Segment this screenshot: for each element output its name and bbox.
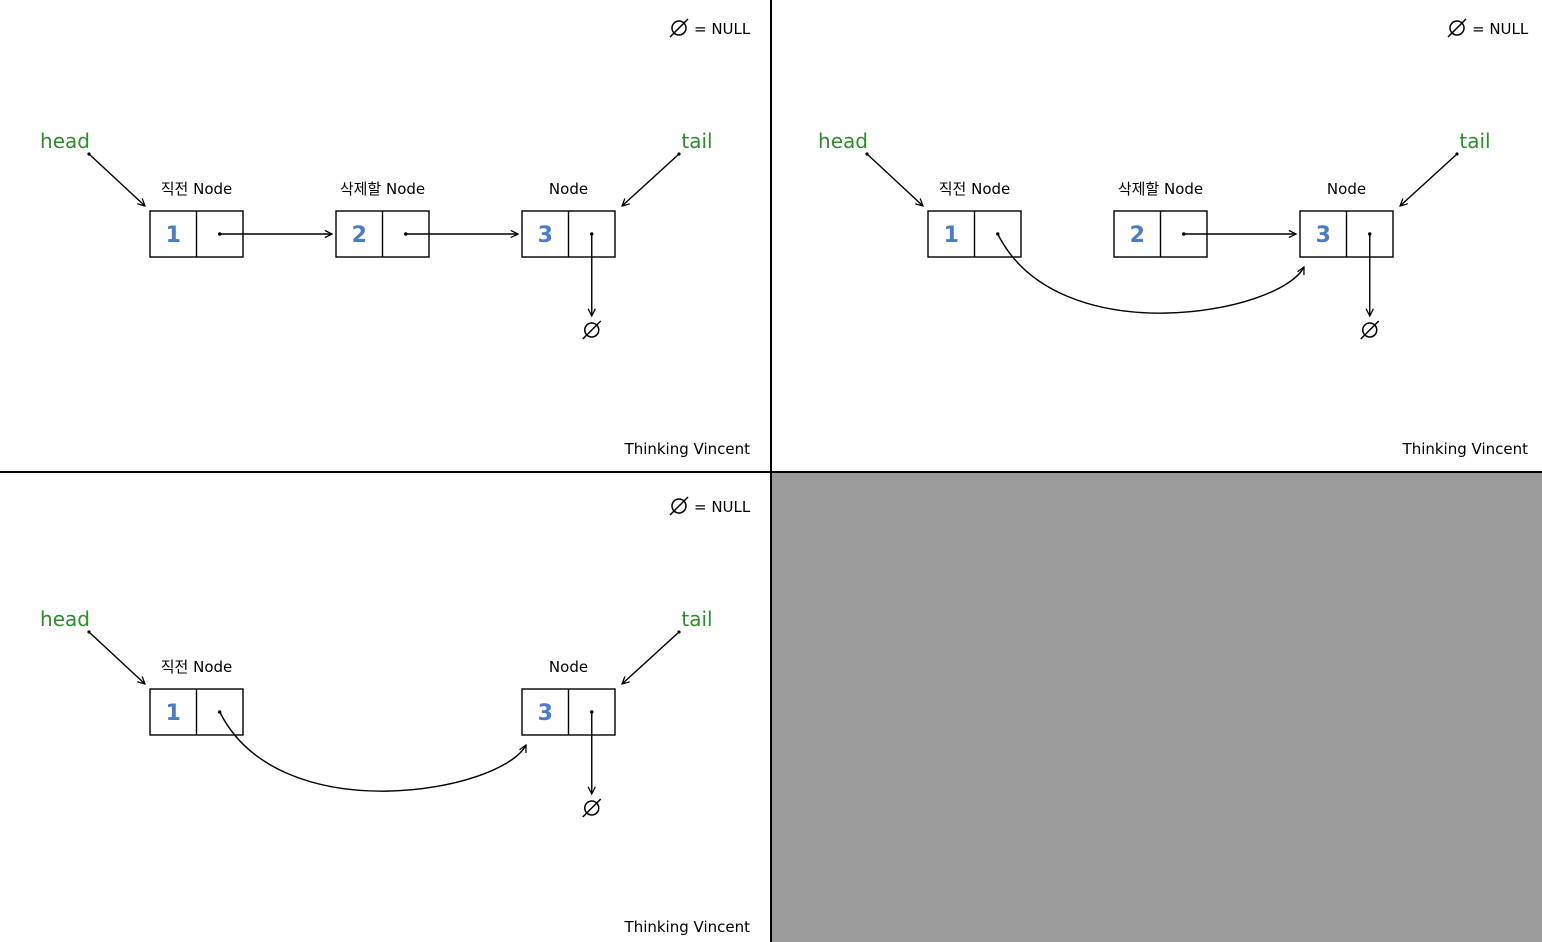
head-arrow xyxy=(866,153,923,206)
null-icon-circle xyxy=(584,322,600,338)
legend-null-icon xyxy=(669,18,689,38)
null-icon-circle xyxy=(671,498,687,514)
legend-null-icon xyxy=(669,496,689,516)
credit-text: Thinking Vincent xyxy=(624,918,751,936)
tail-label: tail xyxy=(681,607,712,631)
node-2: 삭제할 Node 2 xyxy=(335,180,430,258)
null-icon-slash xyxy=(669,18,689,38)
panel-empty xyxy=(772,473,1542,942)
legend-text: = NULL xyxy=(1472,20,1529,38)
node-1: 직전 Node 1 xyxy=(149,658,244,736)
node-value: 3 xyxy=(538,223,553,248)
tail-null-icon xyxy=(582,798,602,818)
null-icon-slash xyxy=(582,798,602,818)
head-label: head xyxy=(40,129,90,153)
tail-label: tail xyxy=(681,129,712,153)
credit-text: Thinking Vincent xyxy=(1402,440,1529,458)
null-icon-circle xyxy=(1362,322,1378,338)
node-label: 삭제할 Node xyxy=(340,180,425,198)
node-value: 1 xyxy=(166,701,181,726)
null-icon-slash xyxy=(669,496,689,516)
null-legend: = NULL xyxy=(1447,18,1529,38)
node-value: 3 xyxy=(1316,223,1331,248)
node-2: 삭제할 Node 2 xyxy=(1113,180,1208,258)
legend-null-icon xyxy=(1447,18,1467,38)
next-arrow-1-3 xyxy=(219,711,526,792)
null-icon-slash xyxy=(1360,320,1380,340)
node-label: Node xyxy=(549,180,588,198)
null-legend: = NULL xyxy=(669,18,751,38)
tail-null-icon xyxy=(1360,320,1380,340)
legend-text: = NULL xyxy=(694,20,751,38)
panel-step-3: = NULL Thinking Vincent head tail 직전 Node 1 No… xyxy=(40,496,751,936)
head-arrow xyxy=(88,631,145,684)
head-label: head xyxy=(818,129,868,153)
empty-panel xyxy=(772,473,1542,942)
null-icon-circle xyxy=(671,20,687,36)
tail-null-icon xyxy=(582,320,602,340)
node-value: 2 xyxy=(352,223,367,248)
tail-arrow xyxy=(622,153,680,206)
node-value: 3 xyxy=(538,701,553,726)
node-3: Node 3 xyxy=(521,180,616,258)
panel-step-2: = NULL Thinking Vincent head tail 직전 Node 1 삭제… xyxy=(818,18,1529,458)
node-label: Node xyxy=(1327,180,1366,198)
null-icon-slash xyxy=(582,320,602,340)
node-1: 직전 Node 1 xyxy=(149,180,244,258)
null-icon-slash xyxy=(1447,18,1467,38)
null-icon-circle xyxy=(1449,20,1465,36)
tail-label: tail xyxy=(1459,129,1490,153)
tail-arrow xyxy=(1400,153,1458,206)
node-value: 2 xyxy=(1130,223,1145,248)
node-3: Node 3 xyxy=(521,658,616,736)
legend-text: = NULL xyxy=(694,498,751,516)
node-label: 삭제할 Node xyxy=(1118,180,1203,198)
head-label: head xyxy=(40,607,90,631)
node-3: Node 3 xyxy=(1299,180,1394,258)
node-value: 1 xyxy=(944,223,959,248)
next-arrow-1-3 xyxy=(997,233,1304,314)
null-legend: = NULL xyxy=(669,496,751,516)
tail-arrow xyxy=(622,631,680,684)
head-arrow xyxy=(88,153,145,206)
node-label: 직전 Node xyxy=(939,180,1011,198)
null-icon-circle xyxy=(584,800,600,816)
panel-step-1: = NULL Thinking Vincent head tail 직전 Node 1 삭제… xyxy=(40,18,751,458)
node-label: Node xyxy=(549,658,588,676)
node-label: 직전 Node xyxy=(161,180,233,198)
credit-text: Thinking Vincent xyxy=(624,440,751,458)
node-value: 1 xyxy=(166,223,181,248)
node-1: 직전 Node 1 xyxy=(927,180,1022,258)
node-label: 직전 Node xyxy=(161,658,233,676)
